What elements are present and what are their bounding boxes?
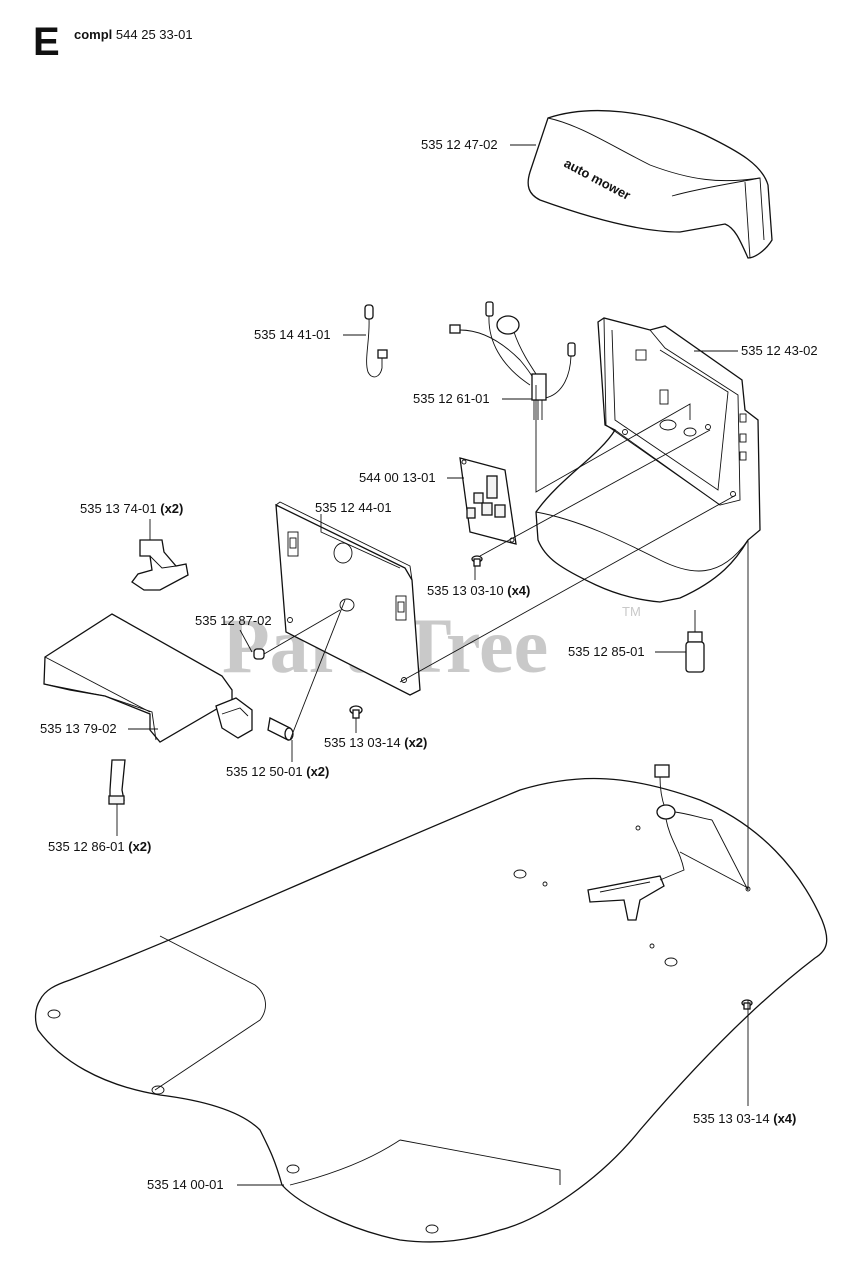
callout-contact-strip[interactable]: 535 12 86-01 (x2) xyxy=(48,839,151,854)
callout-circuit-board[interactable]: 544 00 13-01 xyxy=(359,470,436,485)
callout-housing[interactable]: 535 12 43-02 xyxy=(741,343,818,358)
callout-plate-screw-qty: (x2) xyxy=(404,735,427,750)
callout-pcb-screw-number: 535 13 03-10 xyxy=(427,583,504,598)
assembly-number: 544 25 33-01 xyxy=(115,27,193,42)
back-plate-part[interactable] xyxy=(275,501,421,696)
callout-pin-number: 535 12 87-02 xyxy=(195,613,272,628)
connector-part[interactable] xyxy=(685,610,705,673)
callout-sleeve-qty: (x2) xyxy=(306,764,329,779)
assembly-header: compl 544 25 33-01 xyxy=(74,27,193,42)
callout-clip-qty: (x2) xyxy=(160,501,183,516)
section-letter: E xyxy=(33,20,60,64)
callout-contact-strip-number: 535 12 86-01 xyxy=(48,839,125,854)
callout-tray[interactable]: 535 13 79-02 xyxy=(40,721,117,736)
pcb-screw-part[interactable] xyxy=(471,555,483,567)
callout-cable-harness-number: 535 12 61-01 xyxy=(413,391,490,406)
callout-pcb-screw[interactable]: 535 13 03-10 (x4) xyxy=(427,583,530,598)
contact-strip-part[interactable] xyxy=(108,759,126,805)
callout-base-screw[interactable]: 535 13 03-14 (x4) xyxy=(693,1111,796,1126)
callout-sensor-cable[interactable]: 535 14 41-01 xyxy=(254,327,331,342)
callout-base-plate-number: 535 14 00-01 xyxy=(147,1177,224,1192)
callout-plate-screw-number: 535 13 03-14 xyxy=(324,735,401,750)
callout-pcb-screw-qty: (x4) xyxy=(507,583,530,598)
cover-part[interactable] xyxy=(527,110,773,259)
callout-cover[interactable]: 535 12 47-02 xyxy=(421,137,498,152)
pin-part[interactable] xyxy=(253,648,265,660)
callout-clip[interactable]: 535 13 74-01 (x2) xyxy=(80,501,183,516)
base-cable-part[interactable] xyxy=(654,764,713,881)
sensor-cable-part[interactable] xyxy=(364,304,388,378)
callout-clip-number: 535 13 74-01 xyxy=(80,501,157,516)
callout-back-plate[interactable]: 535 12 44-01 xyxy=(315,500,392,515)
callout-clip-label: 535 13 74-01 (x2) xyxy=(80,501,183,516)
callout-pcb-screw-label: 535 13 03-10 (x4) xyxy=(427,583,530,598)
callout-plate-screw[interactable]: 535 13 03-14 (x2) xyxy=(324,735,427,750)
callout-contact-strip-label: 535 12 86-01 (x2) xyxy=(48,839,151,854)
callout-cover-number: 535 12 47-02 xyxy=(421,137,498,152)
tray-part[interactable] xyxy=(43,613,253,743)
sleeve-part[interactable] xyxy=(267,717,294,741)
callout-contact-strip-qty: (x2) xyxy=(128,839,151,854)
callout-tray-number: 535 13 79-02 xyxy=(40,721,117,736)
watermark-trademark: TM xyxy=(622,604,641,619)
callout-sleeve-number: 535 12 50-01 xyxy=(226,764,303,779)
callout-base-screw-number: 535 13 03-14 xyxy=(693,1111,770,1126)
base-plate-part[interactable] xyxy=(34,777,828,1243)
callout-base-plate[interactable]: 535 14 00-01 xyxy=(147,1177,224,1192)
housing-part[interactable] xyxy=(535,317,761,603)
callout-sensor-cable-number: 535 14 41-01 xyxy=(254,327,331,342)
callout-housing-number: 535 12 43-02 xyxy=(741,343,818,358)
callout-sleeve[interactable]: 535 12 50-01 (x2) xyxy=(226,764,329,779)
assembly-label: compl xyxy=(74,27,113,42)
clip-part[interactable] xyxy=(131,539,189,591)
callout-circuit-board-number: 544 00 13-01 xyxy=(359,470,436,485)
callout-plate-screw-label: 535 13 03-14 (x2) xyxy=(324,735,427,750)
base-screw-part[interactable] xyxy=(741,999,753,1010)
callout-base-screw-qty: (x4) xyxy=(773,1111,796,1126)
leader-lines xyxy=(116,144,749,1186)
circuit-board-part[interactable] xyxy=(459,457,517,545)
callout-connector-number: 535 12 85-01 xyxy=(568,644,645,659)
callout-pin[interactable]: 535 12 87-02 xyxy=(195,613,272,628)
cable-harness-part[interactable] xyxy=(449,301,576,420)
callout-base-screw-label: 535 13 03-14 (x4) xyxy=(693,1111,796,1126)
plate-screw-part[interactable] xyxy=(349,705,363,719)
callout-sleeve-label: 535 12 50-01 (x2) xyxy=(226,764,329,779)
assembly-lines xyxy=(263,385,749,1010)
callout-back-plate-number: 535 12 44-01 xyxy=(315,500,392,515)
callout-connector[interactable]: 535 12 85-01 xyxy=(568,644,645,659)
callout-cable-harness[interactable]: 535 12 61-01 xyxy=(413,391,490,406)
